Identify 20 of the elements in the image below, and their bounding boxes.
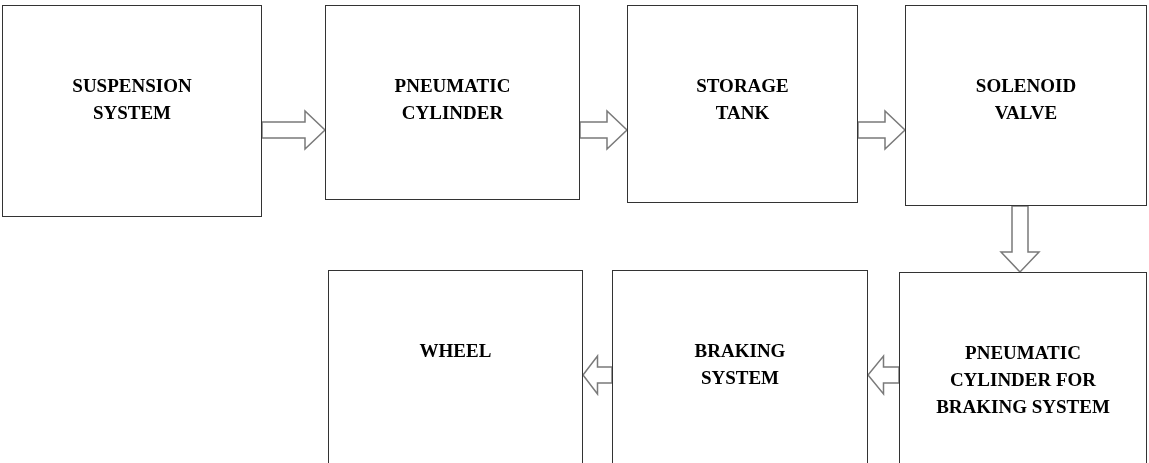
block-arrow bbox=[867, 353, 900, 397]
box-label: STORAGE TANK bbox=[695, 74, 790, 125]
process-box bbox=[899, 272, 1147, 463]
process-box bbox=[905, 5, 1147, 206]
box-label: WHEEL bbox=[419, 339, 492, 363]
box-label: SUSPENSION SYSTEM bbox=[71, 74, 193, 125]
block-arrow bbox=[579, 109, 629, 151]
box-label: PNEUMATIC CYLINDER bbox=[393, 74, 512, 125]
process-box bbox=[325, 5, 580, 200]
process-box bbox=[2, 5, 262, 217]
box-label: PNEUMATIC CYLINDER FOR BRAKING SYSTEM bbox=[935, 341, 1111, 419]
block-arrow bbox=[999, 205, 1041, 274]
box-label: SOLENOID VALVE bbox=[974, 74, 1078, 125]
block-arrow bbox=[582, 353, 613, 397]
box-label: BRAKING SYSTEM bbox=[693, 339, 787, 390]
block-arrow bbox=[261, 109, 327, 151]
process-box bbox=[612, 270, 868, 463]
process-box bbox=[328, 270, 583, 463]
block-arrow bbox=[857, 109, 907, 151]
process-box bbox=[627, 5, 858, 203]
